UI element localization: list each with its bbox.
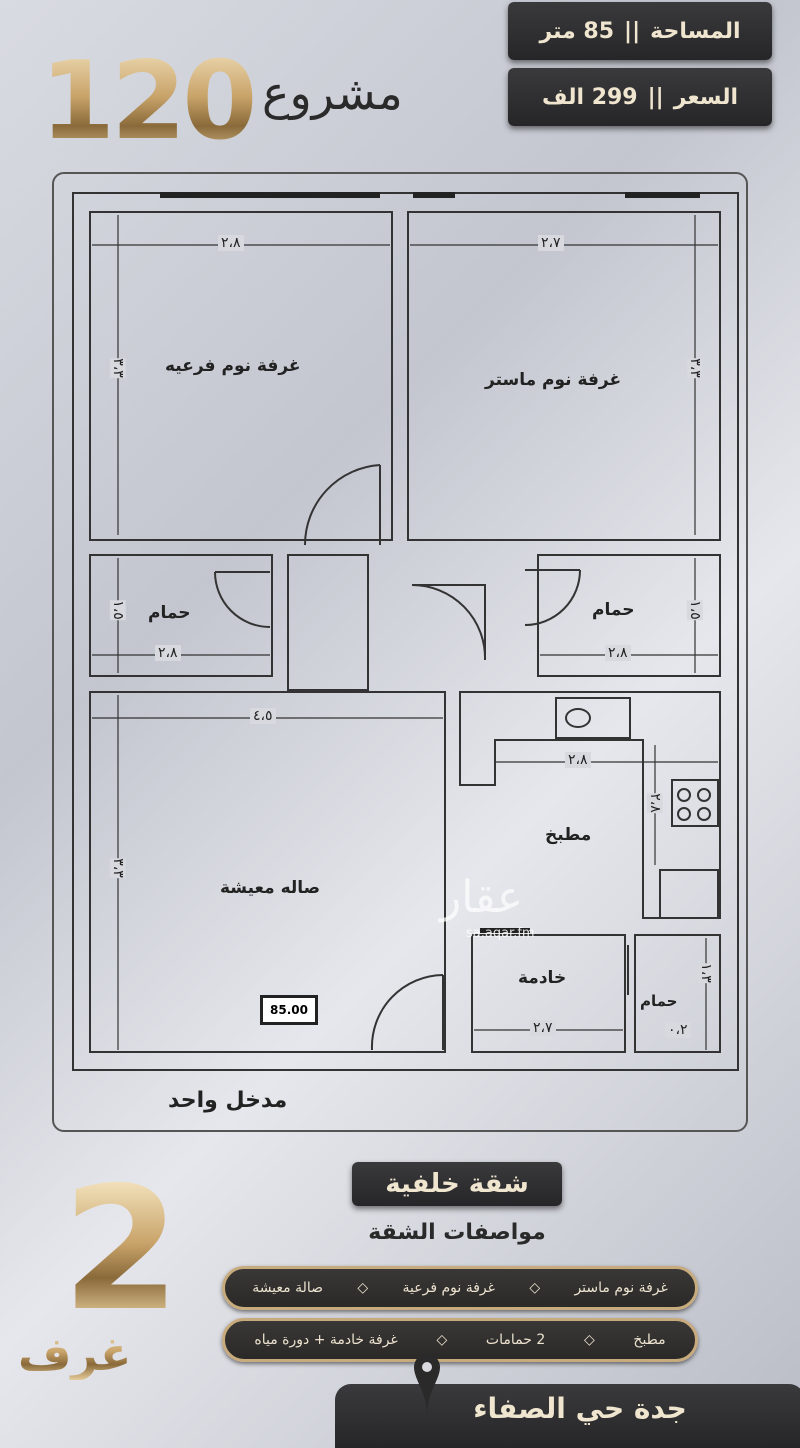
dim-bath-left-height: ١،٥ xyxy=(109,600,126,620)
dim-bath-right-height: ١،٥ xyxy=(686,600,703,620)
dim-bath-right-width: ٢،٨ xyxy=(605,645,631,661)
features-row-1: غرفة نوم ماستر ◇ غرفة نوم فرعية ◇ صالة معي… xyxy=(222,1266,698,1310)
project-label: مشروع xyxy=(262,66,403,120)
dim-living-height: ٣،٣ xyxy=(109,858,126,878)
rooms-label: غرف xyxy=(18,1327,132,1381)
door-master xyxy=(411,584,487,661)
room-bathroom-left: حمام xyxy=(148,603,191,623)
diamond-bullet-icon: ◇ xyxy=(583,1332,595,1348)
secondary-bedroom-wall xyxy=(89,211,393,541)
feature-item: غرفة خادمة + دورة مياه xyxy=(254,1332,398,1348)
door-entrance xyxy=(370,974,444,1051)
dim-small-bath-height: ١،٣ xyxy=(697,963,714,983)
features-row-2: مطبخ ◇ 2 حمامات ◇ غرفة خادمة + دورة مياه xyxy=(222,1318,698,1362)
map-pin-icon xyxy=(414,1354,440,1416)
location-bar xyxy=(335,1384,800,1448)
feature-item: صالة معيشة xyxy=(252,1280,324,1296)
price-value: 299 الف xyxy=(542,84,638,110)
sink xyxy=(555,697,631,739)
room-small-bath: حمام xyxy=(640,992,678,1010)
kitchen-wall xyxy=(459,691,721,919)
specs-title: مواصفات الشقة xyxy=(368,1220,546,1245)
feature-item: مطبخ xyxy=(633,1332,666,1348)
dim-maid-width: ٢،٧ xyxy=(530,1020,556,1036)
watermark-logo: عقار xyxy=(440,872,524,923)
room-maid: خادمة xyxy=(518,968,567,988)
dim-bath-left-width: ٢،٨ xyxy=(155,645,181,661)
apartment-type-badge: شقة خلفية xyxy=(352,1162,562,1206)
room-bathroom-right: حمام xyxy=(592,600,635,620)
feature-item: غرفة نوم ماستر xyxy=(574,1280,668,1296)
location-text: جدة حي الصفاء xyxy=(473,1392,687,1425)
area-separator: || xyxy=(624,18,641,44)
floor-plan-frame xyxy=(52,172,748,1132)
window-2 xyxy=(413,192,455,198)
bathroom-left-wall xyxy=(89,554,273,677)
maid-room-wall xyxy=(471,934,626,1053)
entrance-label: مدخل واحد xyxy=(168,1088,288,1113)
stove xyxy=(671,779,719,827)
master-bedroom-wall xyxy=(407,211,721,541)
dim-secondary-height: ٣،٣ xyxy=(109,358,126,378)
room-secondary-bedroom: غرفة نوم فرعيه xyxy=(165,356,301,376)
door-bedroom xyxy=(303,464,381,546)
room-master-bedroom: غرفة نوم ماستر xyxy=(485,370,622,390)
window-3 xyxy=(625,192,700,198)
outer-wall xyxy=(72,192,739,1071)
area-tag: 85.00 xyxy=(260,995,318,1025)
dim-master-height: ٣،٣ xyxy=(686,358,703,378)
price-separator: || xyxy=(647,84,664,110)
price-badge: السعر || 299 الف xyxy=(508,68,772,126)
area-value: 85 متر xyxy=(539,18,615,44)
living-room-wall xyxy=(89,691,446,1053)
dim-master-width: ٢،٧ xyxy=(538,235,564,251)
room-kitchen: مطبخ xyxy=(545,825,592,845)
diamond-bullet-icon: ◇ xyxy=(357,1280,369,1296)
window-1 xyxy=(160,192,380,198)
door-bath-left xyxy=(214,571,271,628)
door-bath-right xyxy=(524,569,581,626)
window-4 xyxy=(480,928,530,933)
dim-kitchen-height: ٢،٨ xyxy=(646,793,663,813)
dim-secondary-width: ٢،٨ xyxy=(218,235,244,251)
area-badge: المساحة || 85 متر xyxy=(508,2,772,60)
feature-item: 2 حمامات xyxy=(485,1332,546,1348)
price-label: السعر xyxy=(673,84,738,110)
dim-kitchen-width: ٢،٨ xyxy=(565,752,591,768)
diamond-bullet-icon: ◇ xyxy=(529,1280,541,1296)
feature-item: غرفة نوم فرعية xyxy=(402,1280,495,1296)
dim-small-bath-width: ٠،٢ xyxy=(665,1022,691,1038)
bathroom-right-wall xyxy=(537,554,721,677)
dim-living-width: ٤،٥ xyxy=(250,708,276,724)
rooms-count: 2 xyxy=(62,1151,181,1349)
small-bath-wall xyxy=(634,934,721,1053)
watermark-url: sa.aqar.fm xyxy=(466,926,535,941)
fridge xyxy=(659,869,719,919)
room-living: صاله معيشة xyxy=(220,878,321,898)
diamond-bullet-icon: ◇ xyxy=(436,1332,448,1348)
project-number: 120 xyxy=(40,39,257,164)
corridor-wall xyxy=(287,554,369,691)
area-label: المساحة xyxy=(650,18,741,44)
